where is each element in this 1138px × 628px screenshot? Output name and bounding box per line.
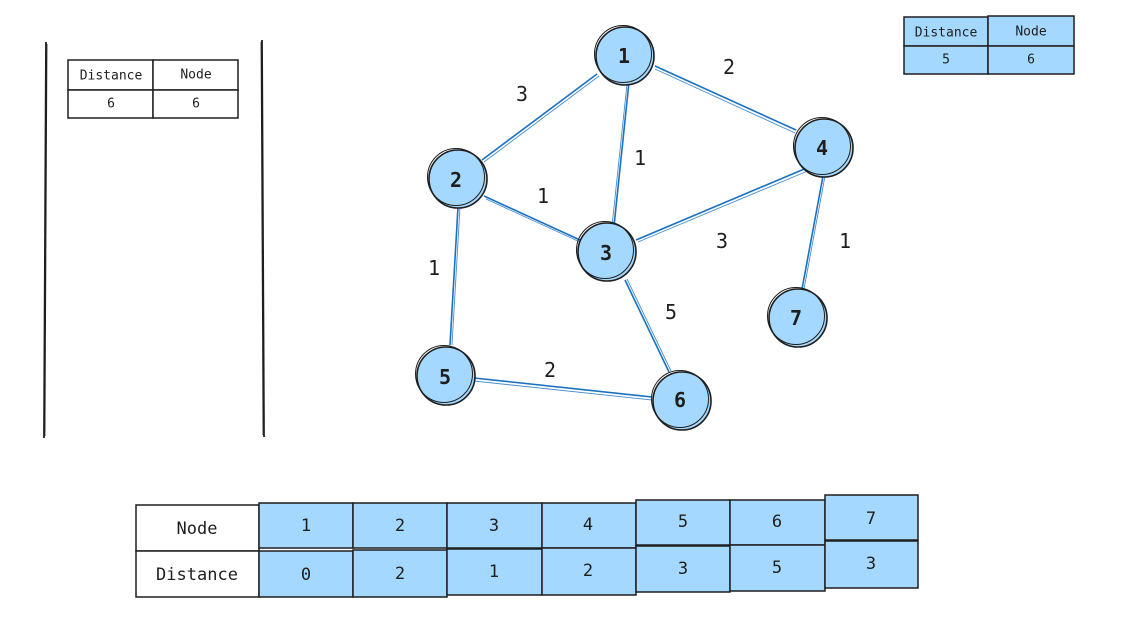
- edge-1-3: [611, 81, 630, 227]
- stack-right-wall-sketch: [260, 41, 264, 436]
- edge-weight-2-3: 1: [537, 184, 549, 208]
- graph-node-6-label: 6: [674, 388, 686, 412]
- stack-table-node-value: 6: [192, 97, 200, 112]
- graph-node-3: 3: [576, 221, 637, 282]
- current-table-header-node-label: Node: [1015, 25, 1046, 40]
- edge-3-6: [624, 278, 672, 373]
- edge-2-3: [483, 195, 581, 243]
- distance-table-distance-value: 2: [583, 561, 593, 581]
- distance-table-node-cell-3: [446, 502, 543, 549]
- stack-right-wall: [261, 39, 265, 438]
- stack-container: Distance Node 6 6: [43, 39, 265, 439]
- distance-table-node-value: 6: [772, 512, 782, 532]
- distance-table-node-value: 4: [583, 515, 593, 535]
- distance-table-node-value: 7: [866, 509, 876, 529]
- stack-table-header-node: [152, 59, 239, 91]
- distance-table-node-cell-1: [258, 502, 354, 549]
- distance-table-distance-cell-5: [635, 545, 731, 593]
- stack-table-header-distance-label: Distance: [80, 69, 143, 84]
- graph-node-1: 1: [594, 25, 655, 86]
- current-table-header-distance-label: Distance: [915, 26, 978, 41]
- graph-node-3-label: 3: [600, 241, 612, 265]
- stack-left-wall-sketch: [44, 43, 48, 437]
- stack-left-wall: [43, 41, 47, 439]
- edge-4-7: [801, 175, 826, 290]
- graph-node-4: 4: [793, 117, 854, 178]
- graph-node-2-label: 2: [450, 168, 462, 192]
- distance-table-distance-value: 2: [395, 564, 405, 584]
- stack-table-distance-value: 6: [107, 97, 115, 112]
- distance-table-row-header-node: [135, 504, 260, 552]
- distance-table-node-cell-7: [824, 494, 919, 541]
- graph-node-7-label: 7: [790, 306, 802, 330]
- edge-1-4: [654, 65, 797, 134]
- distance-table-node-value: 5: [678, 512, 688, 532]
- graph-node-1-label: 1: [618, 44, 630, 68]
- graph-node-6: 6: [651, 370, 712, 431]
- distance-table-distance-value: 3: [866, 554, 876, 574]
- stack-table-header-distance: [67, 59, 154, 91]
- stack-table-header-node-label: Node: [180, 68, 211, 83]
- distance-table-node-value: 2: [395, 516, 405, 536]
- edge-weight-2-5: 1: [428, 256, 440, 280]
- edge-weight-3-6: 5: [665, 300, 677, 324]
- stack-table-cell-distance: [67, 89, 154, 119]
- edge-weights: 3 1 2 1 1 3 5 1 2: [428, 55, 851, 382]
- distance-table-row-header-distance-label: Distance: [156, 565, 238, 585]
- distance-table-distance-cell-2: [352, 549, 448, 598]
- distance-table-node-value: 3: [489, 516, 499, 536]
- distance-table-distance-row: 0 2 1 2 3 5 3: [258, 540, 919, 598]
- current-table-cell-node: [987, 45, 1075, 75]
- graph-node-7: 7: [767, 287, 828, 348]
- distance-table-node-row: 1 2 3 4 5 6 7: [258, 494, 919, 549]
- edge-1-2: [481, 73, 600, 163]
- current-table-header-distance: [903, 16, 989, 47]
- current-table-cell-distance: [903, 45, 989, 75]
- distance-table-distance-value: 3: [678, 559, 688, 579]
- distance-table-node-cell-5: [635, 499, 731, 546]
- distance-table-node-cell-4: [541, 502, 637, 549]
- edge-weight-3-4: 3: [716, 229, 728, 253]
- distance-table-distance-value: 0: [301, 565, 311, 585]
- distance-table-row-header-distance: [135, 550, 260, 598]
- current-table: Distance Node 5 6: [903, 15, 1075, 75]
- edge-weight-5-6: 2: [544, 358, 556, 382]
- edge-weight-1-2: 3: [516, 82, 528, 106]
- edge-2-5: [449, 206, 461, 346]
- stack-table-cell-node: [152, 89, 239, 119]
- graph-node-5-label: 5: [439, 365, 451, 389]
- edge-3-4: [635, 166, 811, 243]
- edge-5-6: [473, 377, 653, 401]
- edge-weight-4-7: 1: [839, 229, 851, 253]
- graph-edges: [449, 65, 826, 401]
- stack-table: Distance Node 6 6: [67, 59, 239, 119]
- edge-weight-1-4: 2: [723, 55, 735, 79]
- distance-table-node-value: 1: [301, 516, 311, 536]
- graph-node-4-label: 4: [816, 136, 828, 160]
- distance-table-distance-value: 5: [772, 558, 782, 578]
- distance-table-distance-cell-7: [824, 540, 919, 589]
- edge-weight-1-3: 1: [634, 146, 646, 170]
- graph-nodes: 1 2 3 4 5 6 7: [415, 25, 854, 431]
- distance-table: Node Distance 1 2 3 4 5 6 7 0: [135, 494, 919, 598]
- current-table-distance-value: 5: [942, 53, 950, 68]
- distance-table-row-header-node-label: Node: [177, 519, 218, 539]
- current-table-header-node: [987, 15, 1075, 47]
- distance-table-distance-cell-4: [541, 547, 637, 596]
- graph-node-5: 5: [415, 345, 476, 406]
- graph-node-2: 2: [427, 148, 488, 209]
- distance-table-distance-value: 1: [489, 562, 499, 582]
- current-table-node-value: 6: [1027, 53, 1035, 68]
- distance-table-distance-cell-3: [446, 548, 543, 596]
- distance-table-node-cell-2: [352, 502, 448, 549]
